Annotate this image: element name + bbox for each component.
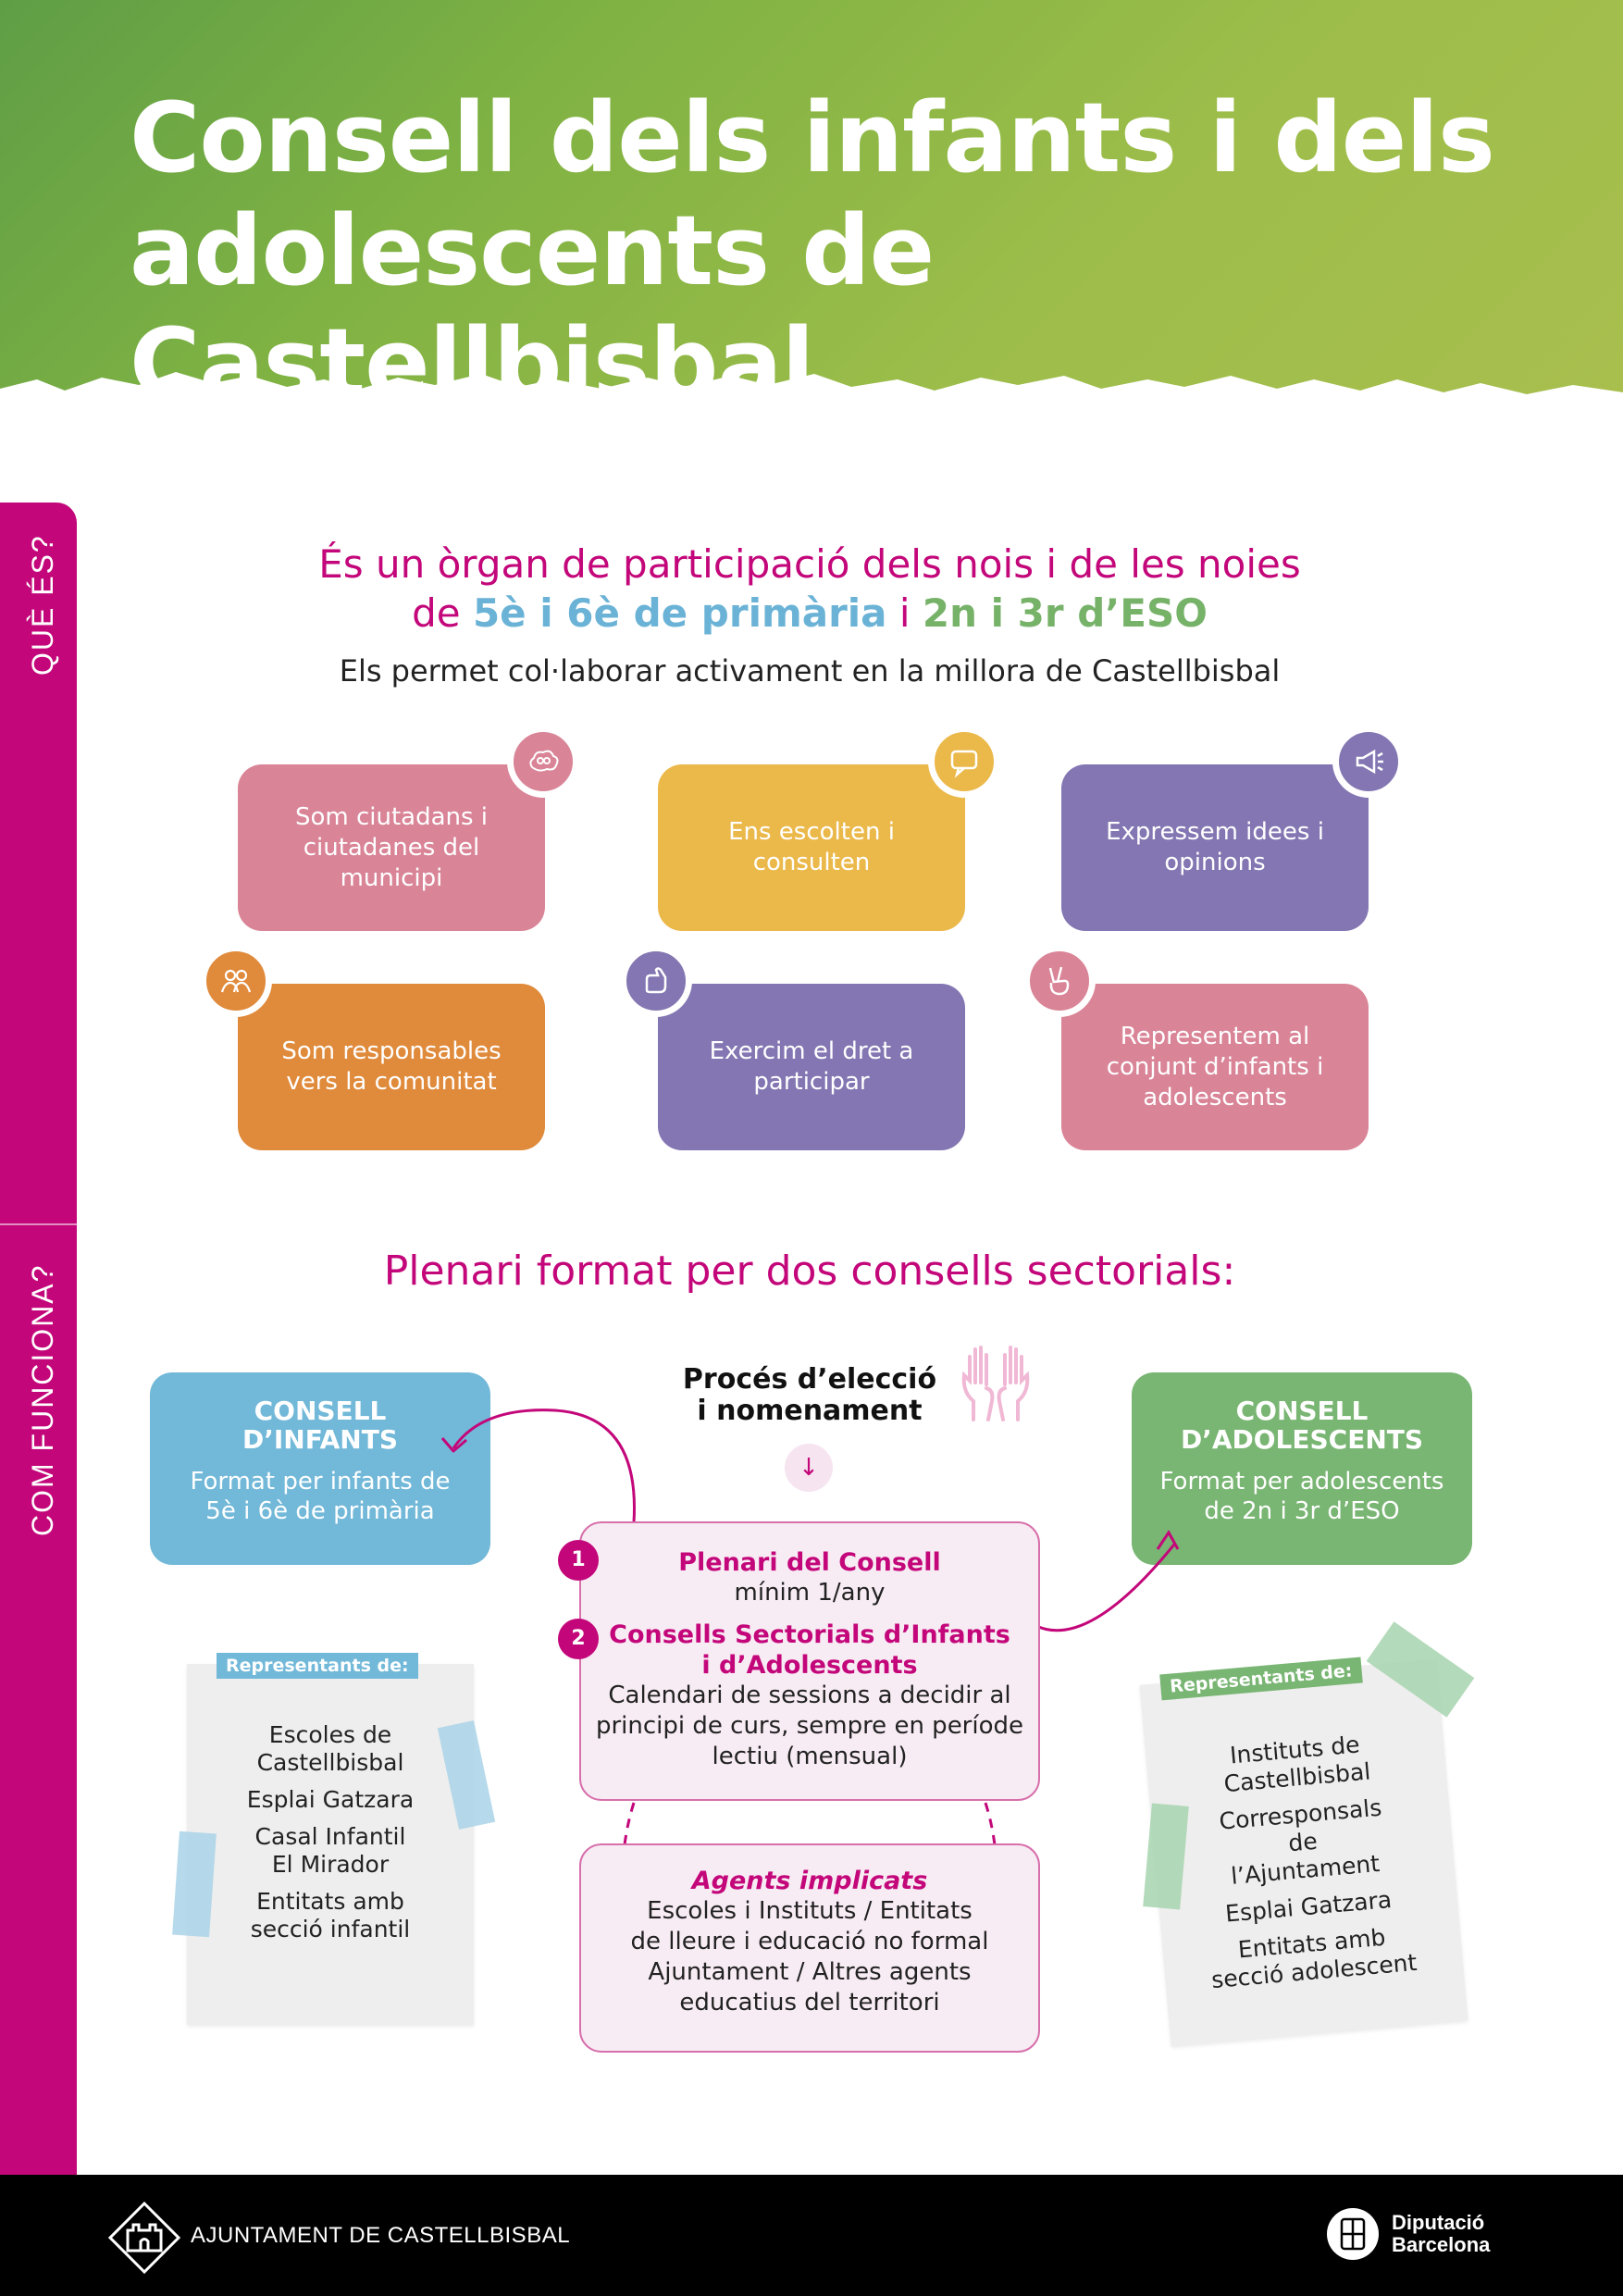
card-dret-participar: Exercim el dret a participar	[658, 984, 965, 1150]
victory-hand-icon	[1023, 945, 1096, 1017]
proces-line-1: Procés d’elecció	[682, 1363, 937, 1396]
list-item: Entitats amb secció infantil	[250, 1888, 411, 1942]
header-banner	[0, 0, 1623, 444]
raised-hands-icon	[961, 1346, 1030, 1421]
sidebar-label-que-es: QUÈ ÉS?	[26, 534, 59, 676]
step2-text: Calendari de sessions a decidir al princi…	[581, 1681, 1038, 1772]
representants-adolescents-note: Instituts de Castellbisbal Corresponsals…	[1139, 1658, 1468, 2047]
eso-grades: 2n i 3r d’ESO	[922, 590, 1208, 636]
representants-infants-note: Escoles de Castellbisbal Esplai Gatzara …	[187, 1664, 474, 2025]
primary-grades: 5è i 6è de primària	[472, 590, 887, 636]
consell-adolescents-title-2: D’ADOLESCENTS	[1180, 1424, 1424, 1455]
list-item: Esplai Gatzara	[246, 1786, 415, 1813]
step1-title: Plenari del Consell	[678, 1548, 941, 1577]
agents-title-text: Agents implicats	[691, 1867, 928, 1895]
diputacio-line-1: Diputació	[1392, 2211, 1485, 2234]
list-item: Casal Infantil El Mirador	[254, 1823, 406, 1878]
plenari-process-box: Plenari del Consell mínim 1/any Consells…	[579, 1521, 1040, 1801]
agents-line-2: de lleure i educació no formal	[630, 1928, 989, 1955]
step2-text-3: lectiu (mensual)	[712, 1743, 908, 1770]
consell-infants-title-2: D’INFANTS	[242, 1424, 398, 1455]
intro-line-1: És un òrgan de participació dels nois i …	[318, 541, 1301, 587]
representants-infants-list: Escoles de Castellbisbal Esplai Gatzara …	[187, 1721, 474, 1943]
ajuntament-logo-text: AJUNTAMENT DE CASTELLBISBAL	[191, 2223, 571, 2248]
raised-hand-icon	[620, 945, 692, 1017]
speech-bubble-icon	[928, 726, 1000, 798]
agents-text: Escoles i Instituts / Entitats de lleure …	[581, 1896, 1038, 2018]
title-line-2: adolescents de Castellbisbal	[130, 194, 935, 420]
intro-line-2: de 5è i 6è de primària i 2n i 3r d’ESO	[259, 590, 1360, 636]
sidebar-label-com-funciona: COM FUNCIONA?	[26, 1263, 59, 1536]
torn-paper-edge	[0, 372, 1623, 463]
list-item: Escoles de Castellbisbal	[256, 1721, 404, 1776]
representants-infants-tag: Representants de:	[217, 1653, 418, 1679]
step1-text: mínim 1/any	[734, 1579, 886, 1607]
agents-title: Agents implicats	[581, 1866, 1038, 1896]
card-text: Som ciutadans i ciutadanes del municipi	[294, 802, 489, 892]
agents-line-1: Escoles i Instituts / Entitats	[647, 1897, 973, 1925]
title-line-1: Consell dels infants i dels	[130, 81, 1495, 194]
consell-infants-desc-2: 5è i 6è de primària	[205, 1497, 435, 1525]
card-representem: Representem al conjunt d’infants i adole…	[1061, 984, 1369, 1150]
step2-text-1: Calendari de sessions a decidir al	[608, 1682, 1011, 1709]
sidebar-divider	[0, 1223, 77, 1225]
step-1-badge: 1	[558, 1540, 599, 1581]
card-expressem: Expressem idees i opinions	[1061, 764, 1369, 931]
representants-adolescents-list: Instituts de Castellbisbal Corresponsals…	[1146, 1723, 1464, 1998]
card-escolten: Ens escolten i consulten	[658, 764, 965, 931]
megaphone-icon	[1332, 726, 1405, 798]
section-sidebar	[0, 503, 77, 2178]
intro-conjunction: i	[886, 590, 923, 636]
card-responsables: Som responsables vers la comunitat	[238, 984, 545, 1150]
agents-line-4: educatius del territori	[679, 1989, 940, 2017]
card-text: Ens escolten i consulten	[728, 818, 895, 876]
intro-subtitle: Els permet col·laborar activament en la …	[339, 653, 1281, 689]
step2-title-2: i d’Adolescents	[701, 1651, 918, 1680]
list-item: Corresponsals de l’Ajuntament	[1218, 1793, 1383, 1890]
agents-implicats-box: Agents implicats Escoles i Instituts / E…	[579, 1843, 1040, 2053]
consell-adolescents-desc: Format per adolescents	[1159, 1468, 1444, 1496]
card-text: Representem al conjunt d’infants i adole…	[1106, 1022, 1324, 1111]
people-cloud-icon	[507, 726, 579, 798]
diputacio-line-2: Barcelona	[1392, 2233, 1491, 2256]
dashed-arrows	[621, 1802, 998, 1876]
consell-adolescents-title: CONSELL	[1235, 1396, 1369, 1426]
list-item: Entitats amb secció adolescent	[1210, 1923, 1419, 1994]
step2-text-2: principi de curs, sempre en període	[595, 1712, 1024, 1740]
plenari-title: Plenari format per dos consells sectoria…	[383, 1247, 1236, 1295]
consell-infants-title: CONSELL	[254, 1396, 387, 1426]
step2-title-1: Consells Sectorials d’Infants	[609, 1620, 1010, 1649]
tape-strip	[172, 1831, 217, 1938]
page-title: Consell dels infants i dels adolescents …	[130, 81, 1573, 420]
proces-line-2: i nomenament	[697, 1395, 923, 1427]
arrowhead-icon	[1156, 1530, 1180, 1550]
card-text: Exercim el dret a participar	[709, 1037, 914, 1096]
list-item: Instituts de Castellbisbal	[1222, 1731, 1372, 1798]
arrow-down-icon: ↓	[785, 1444, 833, 1492]
card-ciutadans: Som ciutadans i ciutadanes del municipi	[238, 764, 545, 931]
card-text: Som responsables vers la comunitat	[281, 1037, 502, 1096]
intro-prefix: de	[412, 590, 473, 636]
consell-infants-desc: Format per infants de	[190, 1468, 451, 1496]
consell-adolescents-desc-2: de 2n i 3r d’ESO	[1204, 1497, 1400, 1525]
agents-line-3: Ajuntament / Altres agents	[648, 1958, 972, 1986]
castle-logo-icon	[107, 2201, 181, 2275]
group-people-icon	[200, 945, 272, 1017]
step-2-badge: 2	[558, 1619, 599, 1659]
diputacio-seal-icon	[1327, 2208, 1379, 2260]
card-text: Expressem idees i opinions	[1106, 818, 1324, 876]
